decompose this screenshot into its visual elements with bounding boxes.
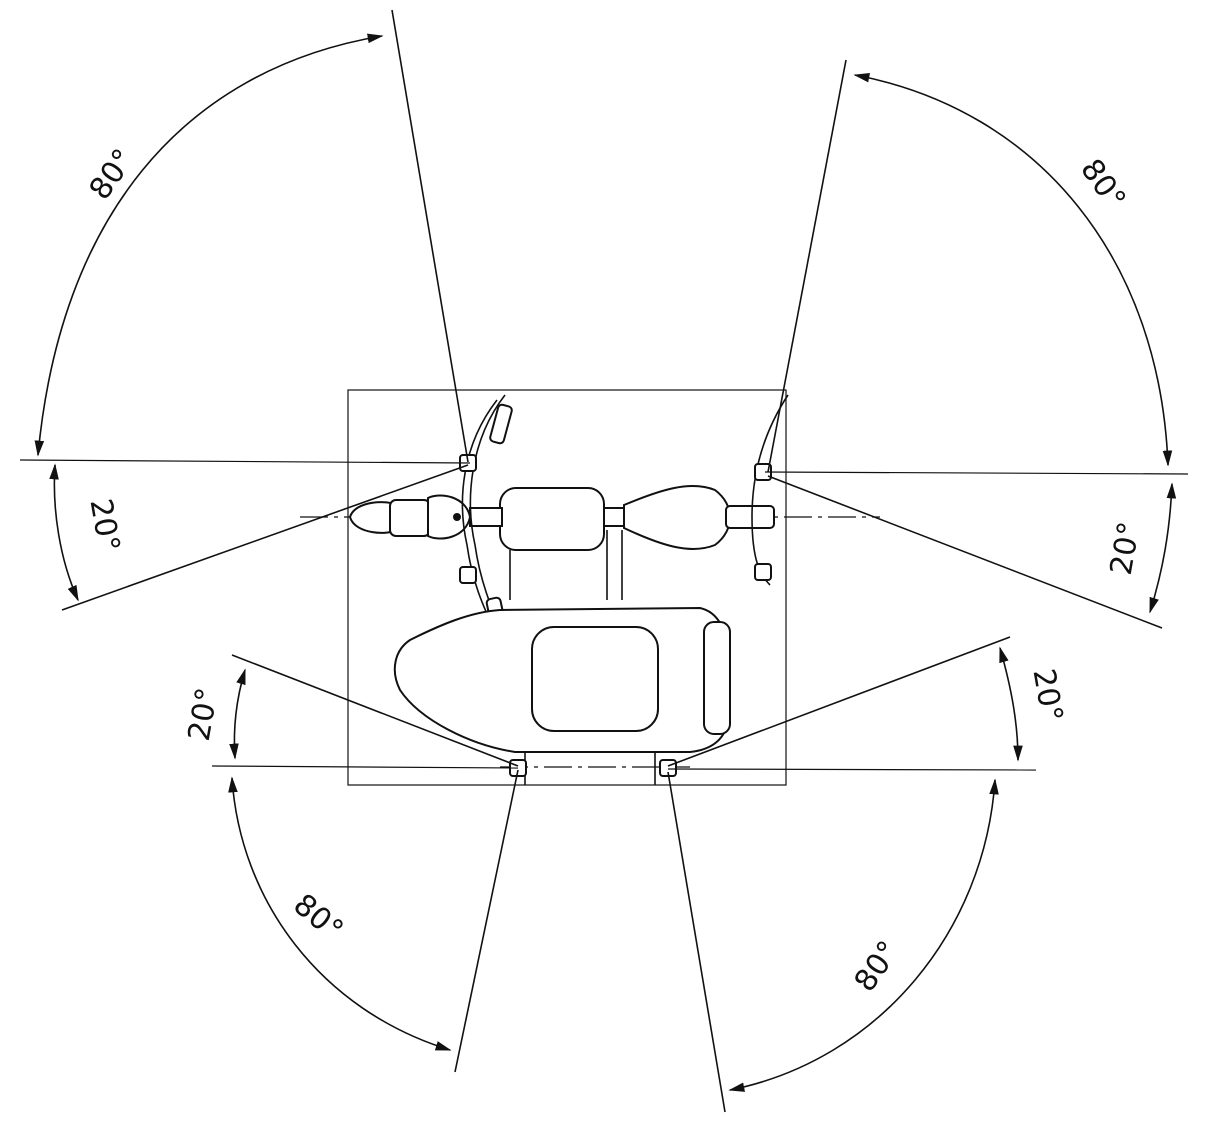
arc-20: [49, 463, 79, 602]
left-mirror: [489, 403, 513, 445]
ray-80: [667, 771, 726, 1113]
front-fork: [725, 505, 775, 529]
ref-line: [764, 471, 1189, 475]
arc-20: [999, 646, 1023, 762]
frame-tube: [469, 507, 503, 527]
arc-80: [34, 33, 384, 457]
arc-80: [728, 778, 999, 1092]
rear-wheel: [348, 501, 396, 534]
lamp-rear-right-motorcycle: [754, 563, 772, 581]
vehicle-outline: [300, 389, 880, 786]
ray-80: [767, 59, 847, 473]
ray-20: [231, 654, 519, 767]
seat: [623, 484, 731, 550]
rider-helmet: [427, 494, 472, 540]
helmet-center: [453, 513, 461, 521]
angle-label-80: 80°: [286, 887, 349, 948]
arc-20: [1149, 482, 1177, 614]
angle-label-20: 20°: [182, 685, 226, 743]
arc-80: [853, 72, 1173, 467]
handlebar-inner: [461, 399, 498, 636]
angle-label-20: 20°: [83, 496, 127, 554]
vehicle-bounding-box: [347, 389, 787, 786]
sidecar-seat: [531, 626, 659, 732]
arc-20: [229, 668, 246, 760]
ref-line: [667, 768, 1037, 771]
angle-label-20: 20°: [1026, 666, 1070, 724]
front-wheel-guard: [751, 394, 789, 586]
angle-group-front-right: 80° 20°: [764, 59, 1189, 629]
angle-label-80: 80°: [83, 143, 142, 207]
rear-fender: [389, 499, 431, 537]
arc-80: [228, 776, 452, 1051]
ray-80: [391, 9, 469, 463]
sidecar-back: [703, 621, 731, 735]
ref-line: [211, 765, 519, 769]
ray-20: [767, 475, 1163, 629]
ray-20: [667, 636, 1011, 767]
angle-label-80: 80°: [1073, 153, 1132, 217]
frame-tube-front: [603, 507, 627, 527]
angle-label-80: 80°: [848, 935, 907, 999]
angle-label-20: 20°: [1104, 519, 1148, 577]
lamp-rear-left-motorcycle: [459, 566, 477, 584]
ray-80: [454, 769, 519, 1073]
ref-line: [19, 459, 471, 464]
ray-20: [61, 464, 469, 611]
fuel-tank: [499, 487, 605, 551]
